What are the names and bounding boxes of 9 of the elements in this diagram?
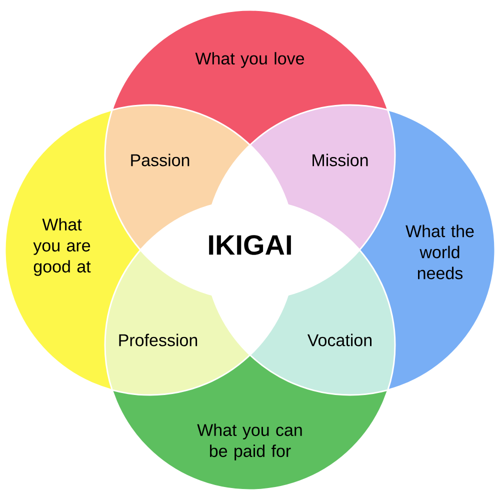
overlap-label: Passion [131, 154, 190, 166]
overlap-label: Vocation [307, 334, 372, 346]
circle-label: What you love [195, 52, 304, 68]
circle-label: What the world needs [406, 224, 474, 280]
overlap-label: Mission [312, 154, 368, 166]
center-label: IKIGAI [209, 235, 291, 255]
overlap-label: Profession [119, 334, 198, 346]
circle-label: What you can be paid for [197, 424, 302, 460]
circle-label: What you are good at [33, 218, 91, 276]
